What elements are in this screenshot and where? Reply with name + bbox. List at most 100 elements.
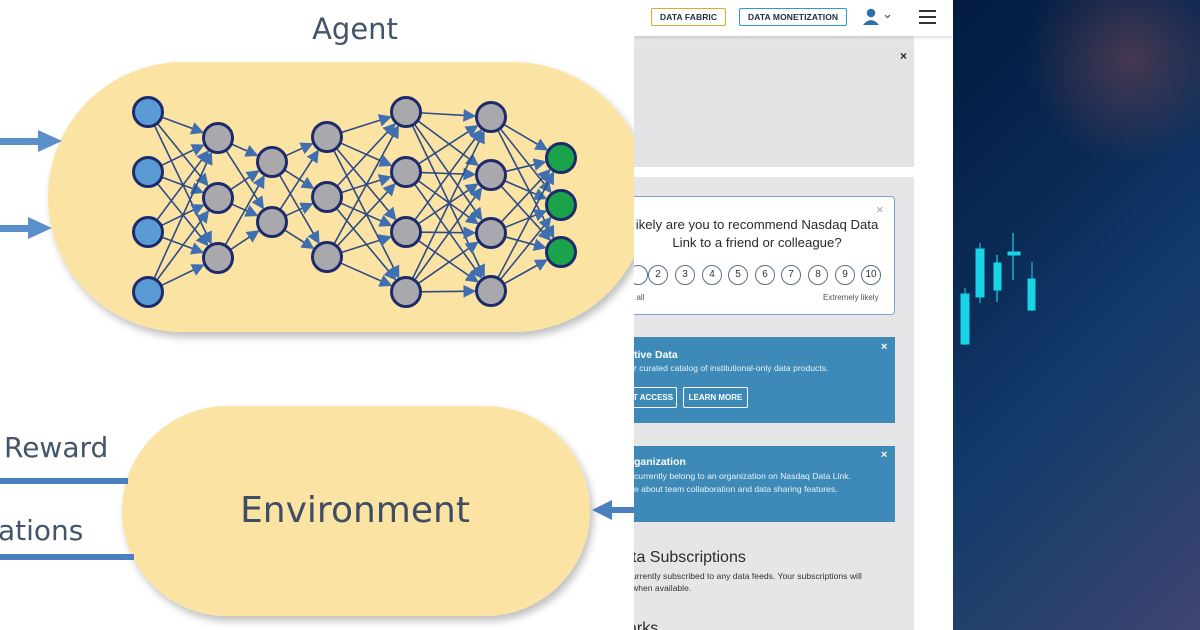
data-fabric-button[interactable]: DATA FABRIC — [651, 8, 727, 26]
network-edge — [156, 209, 210, 281]
subscriptions-line: when available. — [634, 583, 692, 593]
nps-option[interactable]: 8 — [808, 265, 828, 285]
hamburger-menu-icon[interactable] — [919, 10, 936, 24]
network-edge — [420, 284, 477, 298]
hidden-node — [390, 216, 422, 248]
network-edge — [503, 123, 549, 151]
network-edge — [156, 123, 209, 187]
network-edge — [156, 183, 209, 247]
hidden-node — [475, 101, 507, 133]
subscriptions-line: urrently subscribed to any data feeds. Y… — [634, 571, 862, 581]
promo-banner: × — [634, 46, 914, 167]
network-edge — [333, 124, 399, 245]
nps-option[interactable]: 3 — [675, 265, 695, 285]
network-edge — [284, 169, 315, 190]
input-node — [132, 96, 164, 128]
card-title: ganization — [634, 456, 686, 468]
close-icon[interactable]: × — [900, 49, 908, 63]
nps-option[interactable]: 4 — [702, 265, 722, 285]
nps-option[interactable]: 9 — [835, 265, 855, 285]
rl-diagram: Agent Environment Reward ations — [0, 12, 634, 616]
output-node — [545, 142, 577, 174]
top-nav-bar: DATA FABRIC DATA MONETIZATION — [634, 0, 953, 36]
organization-card: ganization currently belong to an organi… — [634, 446, 895, 522]
network-edge — [156, 149, 210, 221]
nps-option-1[interactable] — [634, 265, 648, 285]
network-edge — [161, 116, 205, 135]
candlestick — [993, 255, 1002, 302]
environment-label: Environment — [240, 490, 470, 531]
network-edge — [278, 174, 320, 245]
nps-option[interactable]: 5 — [728, 265, 748, 285]
rl-diagram-graphic: Agent Environment Reward ations — [0, 12, 634, 616]
trading-background — [953, 0, 1200, 630]
card-text: currently belong to an organization on N… — [634, 471, 851, 481]
card-title: tive Data — [634, 349, 678, 361]
network-edge — [417, 120, 480, 167]
hidden-node — [256, 146, 288, 178]
nps-question: ikely are you to recommend Nasdaq Data L… — [635, 217, 879, 250]
network-edge — [414, 186, 483, 281]
candlestick — [1027, 262, 1036, 311]
nps-option[interactable]: 7 — [781, 265, 801, 285]
network-edge — [414, 183, 483, 279]
hidden-node — [475, 275, 507, 307]
network-edge — [504, 209, 548, 229]
observations-label: ations — [0, 514, 83, 547]
network-edge — [161, 236, 205, 255]
hidden-node — [311, 181, 343, 213]
nasdaq-mobile-page: DATA FABRIC DATA MONETIZATION × ikely ar… — [634, 0, 953, 630]
network-edge — [285, 202, 314, 217]
nps-option[interactable]: 2 — [648, 265, 668, 285]
network-edge — [161, 144, 205, 167]
network-edge — [420, 167, 477, 181]
environment-capsule — [122, 406, 590, 616]
network-edge — [341, 234, 392, 254]
network-edge — [341, 114, 392, 134]
network-edge — [414, 128, 483, 221]
network-edge — [499, 216, 552, 280]
candlestick — [975, 243, 985, 303]
request-access-button[interactable]: T ACCESS — [634, 387, 677, 408]
network-edge — [417, 180, 479, 225]
hidden-node — [475, 159, 507, 191]
network-edge — [413, 123, 483, 221]
divider — [634, 167, 914, 177]
subscriptions-heading: ta Subscriptions — [634, 549, 746, 566]
learn-more-button[interactable]: LEARN MORE — [683, 387, 748, 408]
candlestick — [1007, 233, 1021, 280]
hidden-node — [475, 217, 507, 249]
input-node — [132, 156, 164, 188]
network-edge — [335, 148, 397, 221]
data-monetization-button[interactable]: DATA MONETIZATION — [739, 8, 848, 26]
candlestick-graphic — [960, 233, 1036, 345]
nps-low-label: t all — [634, 293, 645, 302]
network-edge — [418, 125, 479, 165]
network-edge — [284, 229, 315, 250]
network-edge — [411, 130, 485, 279]
network-edge — [231, 143, 259, 157]
network-edge — [285, 142, 314, 157]
next-section-heading: arks — [634, 620, 659, 630]
output-node — [545, 189, 577, 221]
right-gutter — [914, 36, 953, 630]
network-edge — [504, 180, 548, 201]
user-menu[interactable] — [862, 7, 892, 27]
nps-high-label: Extremely likely — [823, 293, 879, 302]
network-edge — [230, 230, 260, 251]
hidden-node — [390, 96, 422, 128]
nps-option[interactable]: 10 — [861, 265, 881, 285]
close-icon[interactable]: × — [881, 341, 888, 353]
output-node — [545, 236, 577, 268]
network-edge — [161, 204, 205, 227]
network-edge — [333, 150, 400, 279]
network-edge — [418, 183, 479, 225]
input-node — [132, 276, 164, 308]
close-icon[interactable]: × — [876, 202, 884, 217]
input-arrows — [0, 130, 634, 560]
network-edges — [153, 108, 555, 298]
close-icon[interactable]: × — [881, 449, 888, 461]
network-edge — [500, 168, 551, 223]
nps-option[interactable]: 6 — [755, 265, 775, 285]
network-edge — [224, 174, 265, 246]
